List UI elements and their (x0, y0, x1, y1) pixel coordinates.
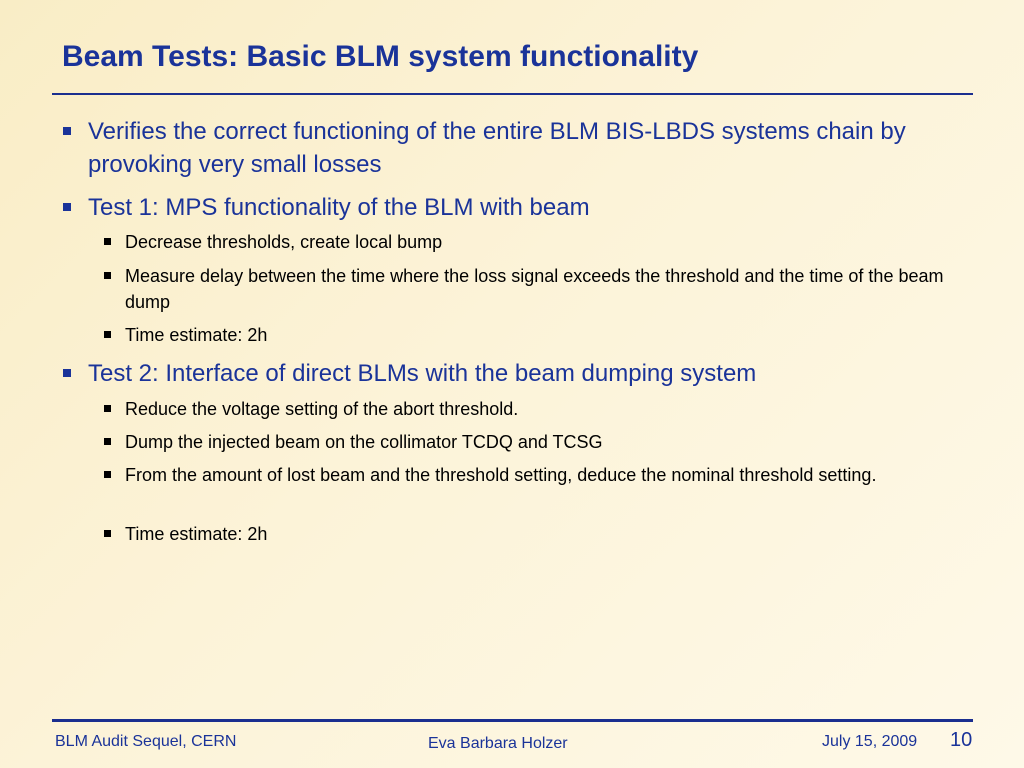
bullet-text: Verifies the correct functioning of the … (88, 118, 906, 178)
square-bullet-icon (104, 530, 111, 537)
sub-bullet: Dump the injected beam on the collimator… (104, 429, 960, 455)
sub-bullet: Time estimate: 2h (104, 322, 960, 348)
sub-bullet-text: Dump the injected beam on the collimator… (125, 432, 603, 452)
square-bullet-icon (63, 369, 71, 377)
bullet-test-1: Test 1: MPS functionality of the BLM wit… (63, 191, 968, 224)
sub-bullet-text: Time estimate: 2h (125, 524, 268, 544)
square-bullet-icon (104, 331, 111, 338)
slide-title: Beam Tests: Basic BLM system functionali… (62, 40, 699, 73)
sub-bullet-text: Time estimate: 2h (125, 325, 268, 345)
title-divider (52, 93, 973, 95)
sub-bullet-text: From the amount of lost beam and the thr… (125, 465, 877, 485)
bullet-verifies: Verifies the correct functioning of the … (63, 115, 968, 181)
sub-bullet: Time estimate: 2h (104, 521, 960, 547)
sub-bullet-text: Reduce the voltage setting of the abort … (125, 399, 519, 419)
footer-date: July 15, 2009 (822, 733, 918, 750)
sub-bullet-text: Measure delay between the time where the… (125, 266, 944, 312)
sub-bullet-text: Decrease thresholds, create local bump (125, 232, 443, 252)
sub-bullet: Reduce the voltage setting of the abort … (104, 396, 960, 422)
square-bullet-icon (104, 238, 111, 245)
footer-divider (52, 719, 973, 722)
bullet-text: Test 2: Interface of direct BLMs with th… (88, 360, 757, 387)
square-bullet-icon (104, 438, 111, 445)
square-bullet-icon (63, 127, 71, 135)
bullet-text: Test 1: MPS functionality of the BLM wit… (88, 194, 590, 221)
footer-author: Eva Barbara Holzer (428, 735, 568, 752)
square-bullet-icon (63, 203, 71, 211)
square-bullet-icon (104, 471, 111, 478)
footer-event: BLM Audit Sequel, CERN (55, 733, 237, 750)
sub-bullet: From the amount of lost beam and the thr… (104, 462, 960, 488)
sub-bullet: Measure delay between the time where the… (104, 263, 960, 315)
sub-bullet: Decrease thresholds, create local bump (104, 229, 960, 255)
bullet-test-2: Test 2: Interface of direct BLMs with th… (63, 357, 968, 390)
square-bullet-icon (104, 272, 111, 279)
page-number: 10 (950, 729, 973, 751)
square-bullet-icon (104, 405, 111, 412)
